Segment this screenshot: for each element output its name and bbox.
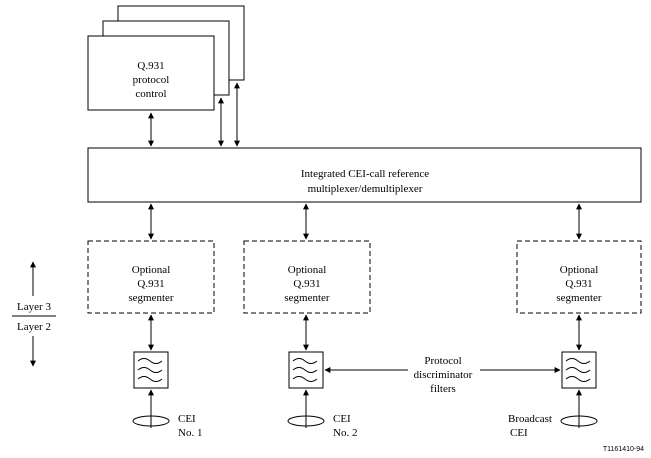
mux-line2: multiplexer/demultiplexer [308,183,423,195]
segmenter-3: Optional Q.931 segmenter [516,240,642,314]
protocol-control-line1: Q.931 [137,60,164,72]
layer-upper-label: Layer 3 [17,301,51,313]
cei-2-line1: CEI [333,413,351,425]
segmenter-1: Optional Q.931 segmenter [87,240,215,314]
cei-ellipse-2 [287,415,325,427]
segmenter-2-line1: Optional [288,264,327,276]
cei-1-line1: CEI [178,413,196,425]
protocol-control-line3: control [135,88,166,100]
segmenter-2-line2: Q.931 [293,278,320,290]
figure-id: T1161410-94 [603,446,644,453]
cei-ellipse-3 [560,415,598,427]
mux-line1: Integrated CEI-call reference [301,168,429,180]
segmenter-3-line2: Q.931 [565,278,592,290]
filters-label-line1: Protocol [424,355,461,367]
filters-label-bg [408,354,480,398]
filters-label-line2: discriminator [414,369,473,381]
mux-box: Integrated CEI-call reference multiplexe… [87,147,642,203]
filter-3 [561,351,597,389]
segmenter-1-line2: Q.931 [137,278,164,290]
segmenter-2: Optional Q.931 segmenter [243,240,371,314]
protocol-control-stack: Q.931 protocol control [87,5,245,111]
layer-indicator: Layer 3 Layer 2 [12,261,56,367]
cei-3-line1: Broadcast [508,413,552,425]
segmenter-2-line3: segmenter [284,292,330,304]
cei-1-line2: No. 1 [178,427,202,439]
layer-lower-label: Layer 2 [17,321,51,333]
segmenter-3-line1: Optional [560,264,599,276]
filter-1 [133,351,169,389]
cei-ellipse-1 [132,415,170,427]
segmenter-1-line3: segmenter [128,292,174,304]
cei-3-line2: CEI [510,427,528,439]
segmenter-1-line1: Optional [132,264,171,276]
protocol-control-box-front [87,35,215,111]
segmenter-3-line3: segmenter [556,292,602,304]
filters-label-line3: filters [430,383,456,395]
filter-2 [288,351,324,389]
protocol-control-line2: protocol [133,74,170,86]
cei-2-line2: No. 2 [333,427,357,439]
